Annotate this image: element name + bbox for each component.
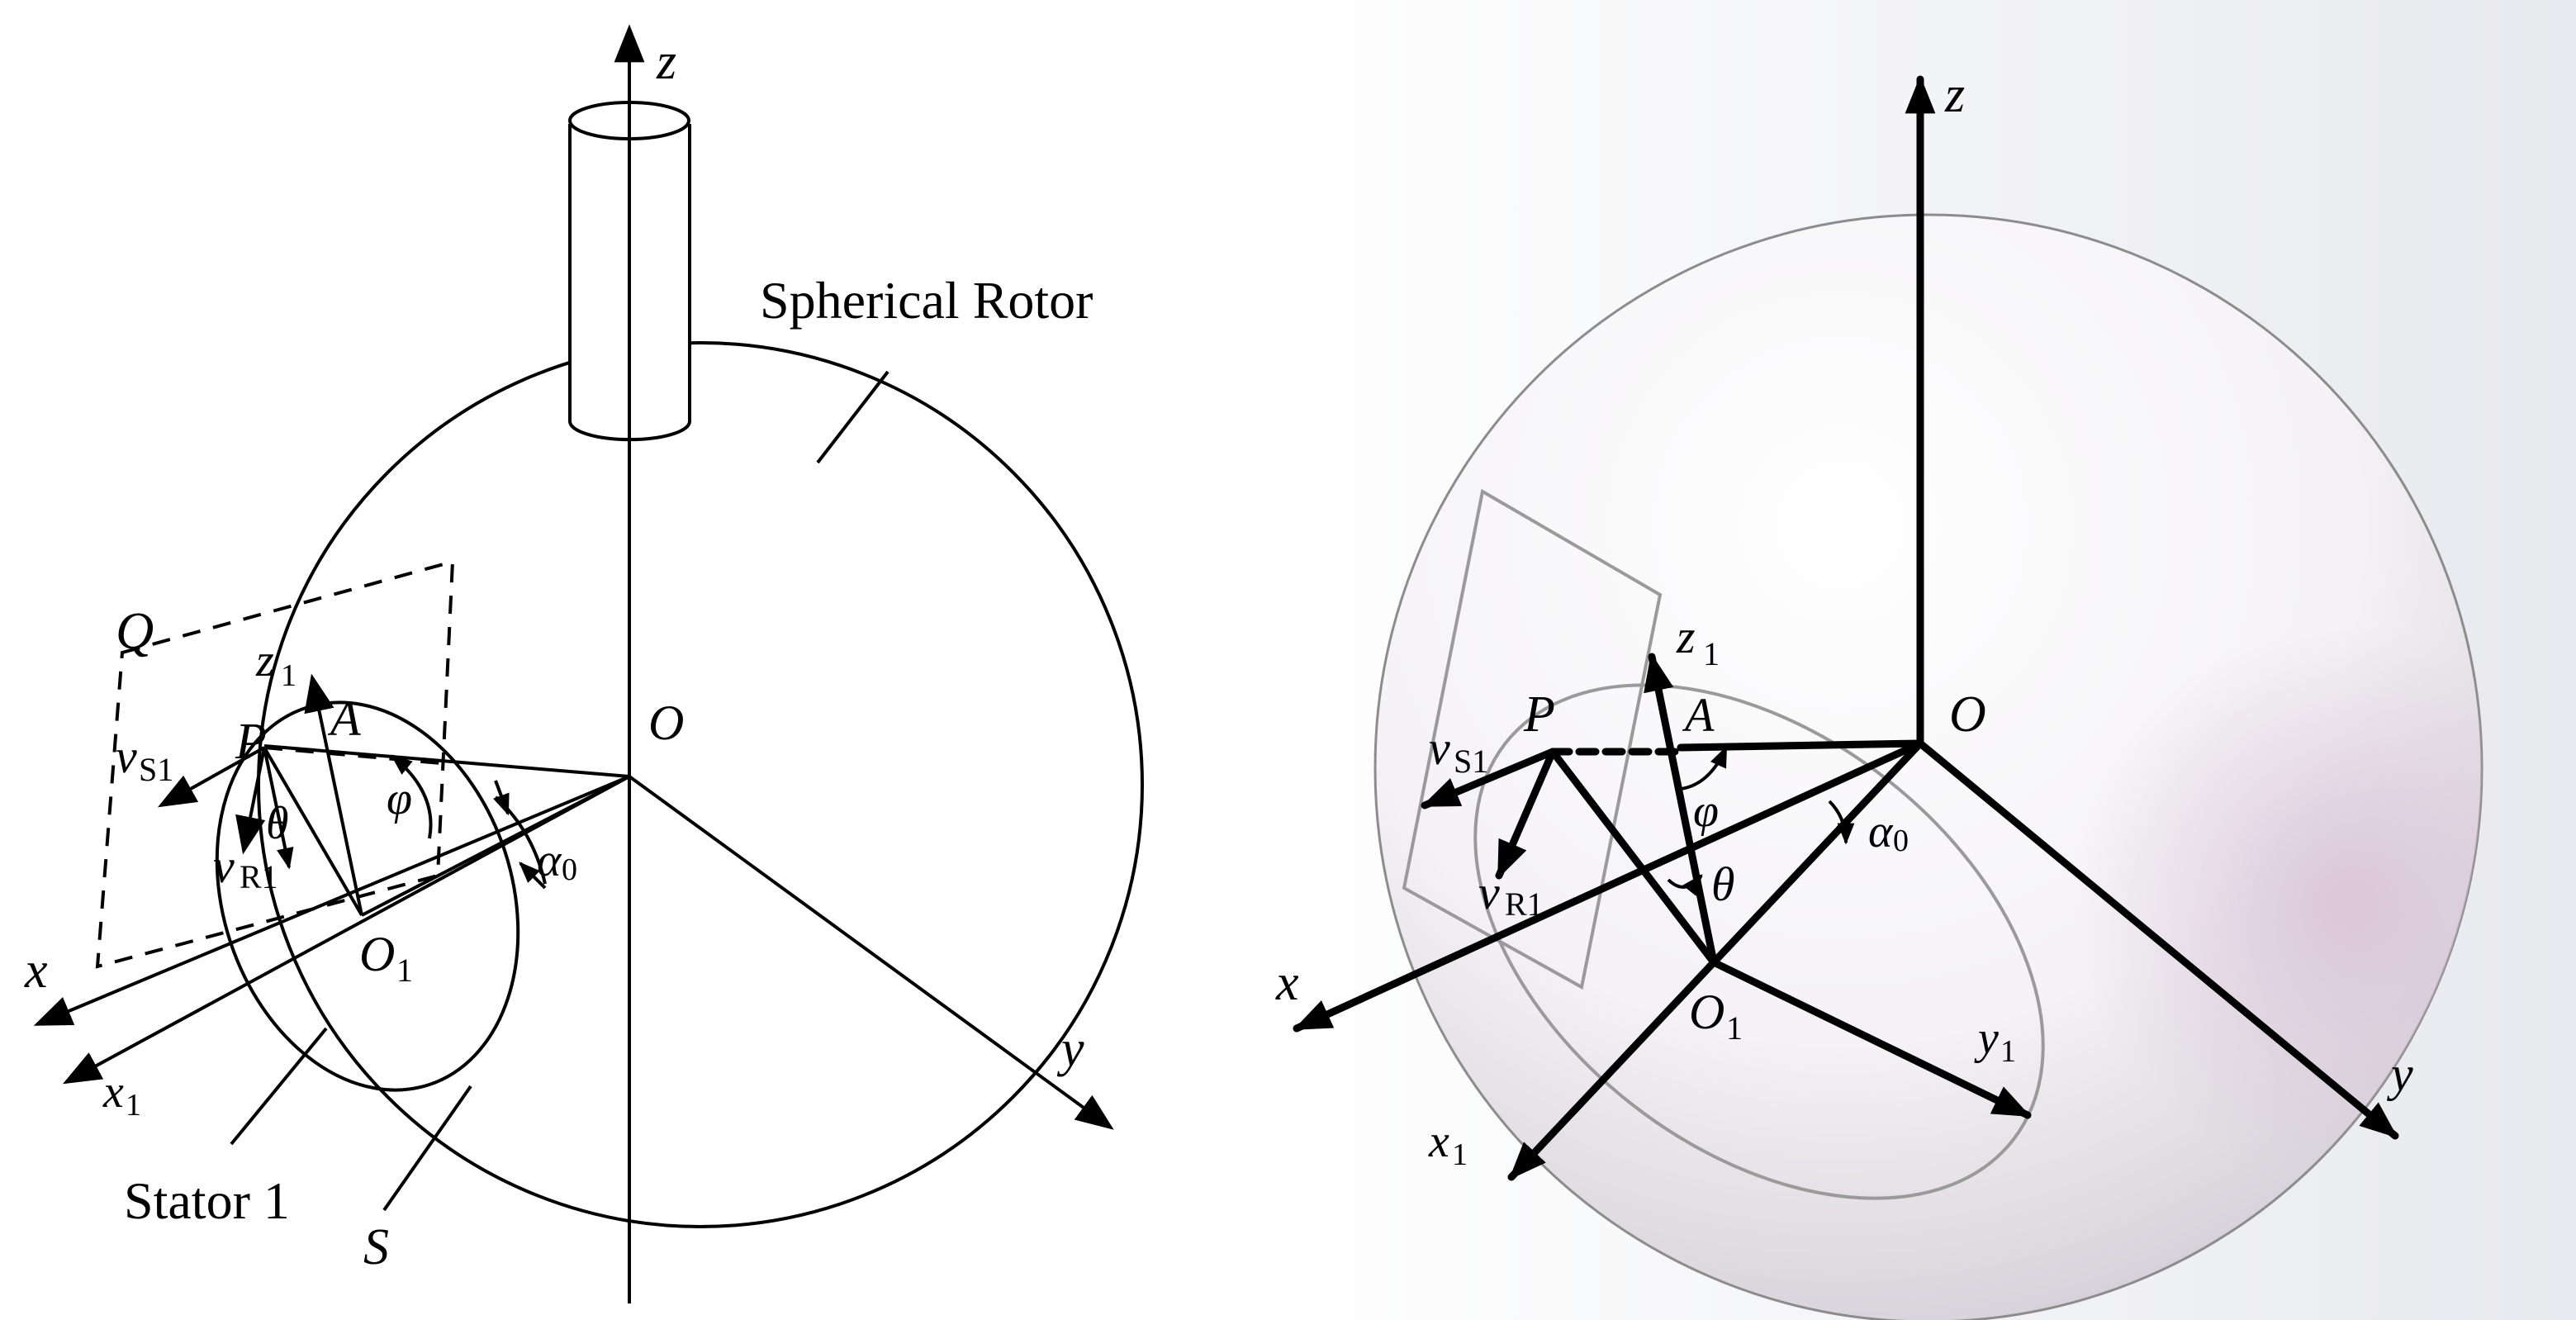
svg-text:v: v	[1429, 721, 1450, 775]
right-y1-label: y 1	[1974, 1013, 2016, 1069]
left-o1o-line	[361, 775, 630, 917]
left-vs1-label: v S1	[116, 729, 173, 788]
left-stator-leader	[230, 1027, 328, 1146]
right-theta-arc	[1667, 873, 1703, 896]
left-x-label: x	[24, 943, 48, 999]
left-vr1-label: v R1	[213, 839, 278, 895]
right-p-label: P	[1523, 686, 1555, 743]
svg-text:S1: S1	[1454, 743, 1488, 780]
right-ao-line	[1677, 739, 1924, 752]
left-spherical-rotor-label: Spherical Rotor	[760, 271, 1093, 330]
svg-text:1: 1	[281, 658, 297, 693]
left-y-axis	[628, 775, 1114, 1130]
svg-text:1: 1	[396, 952, 413, 989]
left-pa-dashed	[263, 746, 451, 766]
svg-text:y: y	[1974, 1013, 1999, 1064]
right-z1-axis	[1644, 653, 1718, 966]
left-p-label: P	[235, 714, 267, 770]
left-o1-label: O 1	[359, 927, 413, 989]
right-alpha-arc	[1828, 800, 1855, 845]
left-z-label: z	[656, 34, 676, 90]
svg-text:v: v	[1478, 866, 1500, 919]
right-vs1-label: v S1	[1429, 721, 1488, 780]
right-po1-line	[1549, 748, 1718, 966]
left-phi-arc	[390, 754, 433, 839]
left-theta-arrow	[263, 747, 294, 870]
left-op-line	[263, 744, 630, 778]
svg-text:1: 1	[2000, 1034, 2016, 1069]
left-vs1-arrow	[157, 746, 265, 808]
right-x-label: x	[1275, 955, 1299, 1011]
right-phi-label: φ	[1693, 786, 1719, 837]
right-tangent-plane	[1402, 488, 1663, 990]
right-o1o-line	[1710, 739, 1924, 966]
left-s-label: S	[363, 1219, 389, 1275]
left-x-axis	[33, 775, 630, 1026]
svg-text:1: 1	[1703, 635, 1720, 672]
right-x1-axis	[1507, 958, 1718, 1181]
right-y-label: y	[2386, 1047, 2413, 1101]
svg-text:R1: R1	[1505, 886, 1544, 923]
left-stator-ellipse	[215, 700, 520, 1092]
svg-text:x: x	[102, 1066, 124, 1118]
right-figure: z z 1 P A O v S1 φ α 0 v R1 θ x O 1 y 1	[1255, 0, 2576, 1320]
svg-text:R1: R1	[240, 858, 278, 895]
left-tangent-plane-q	[95, 559, 455, 969]
left-z1-label: z 1	[255, 635, 297, 693]
left-rotor-leader	[816, 370, 890, 464]
svg-text:z: z	[1676, 610, 1696, 663]
svg-text:x: x	[1428, 1116, 1449, 1167]
left-alpha0-label: α 0	[537, 835, 577, 887]
right-y1-axis	[1710, 958, 2032, 1119]
left-s-leader	[382, 1085, 472, 1212]
right-vr1-label: v R1	[1478, 866, 1544, 923]
left-o-label: O	[648, 696, 684, 750]
svg-text:O: O	[1689, 985, 1724, 1039]
right-theta-label: θ	[1711, 857, 1735, 911]
left-theta-label: θ	[266, 798, 289, 849]
svg-text:0: 0	[1893, 824, 1909, 858]
svg-text:z: z	[255, 635, 274, 686]
left-x1-label: x 1	[102, 1066, 141, 1123]
left-y-label: y	[1056, 1021, 1084, 1077]
svg-text:0: 0	[562, 852, 577, 887]
left-phi-label: φ	[387, 773, 412, 824]
right-x-axis	[1293, 739, 1924, 1033]
svg-text:1: 1	[1452, 1137, 1468, 1172]
svg-text:1: 1	[1726, 1009, 1743, 1047]
svg-text:v: v	[116, 729, 137, 783]
svg-text:v: v	[213, 839, 235, 893]
left-q-label: Q	[116, 601, 154, 660]
right-vs1-arrow	[1421, 748, 1557, 810]
svg-text:1: 1	[126, 1088, 141, 1123]
left-vr1-arrow	[235, 747, 266, 855]
left-z1-axis	[304, 673, 363, 916]
right-alpha0-label: α 0	[1868, 806, 1909, 858]
right-x1-label: x 1	[1428, 1116, 1468, 1172]
svg-text:S1: S1	[139, 751, 173, 788]
right-o1-label: O 1	[1689, 985, 1743, 1047]
right-o-label: O	[1949, 686, 1986, 743]
svg-text:α: α	[1868, 806, 1894, 857]
svg-text:O: O	[359, 927, 395, 981]
left-figure: z Spherical Rotor Q z 1 A O P v S1 θ φ v…	[24, 24, 1144, 1303]
left-x1-axis	[62, 775, 630, 1085]
right-phi-arc	[1680, 745, 1728, 791]
left-po1-line	[263, 746, 363, 917]
right-y-axis	[1916, 739, 2399, 1140]
left-stator-label: Stator 1	[124, 1171, 290, 1230]
svg-text:α: α	[537, 835, 562, 886]
right-z1-label: z 1	[1676, 610, 1720, 672]
right-a-label: A	[1682, 688, 1715, 742]
left-a-label: A	[327, 691, 361, 746]
right-z-label: z	[1944, 67, 1965, 123]
right-vr1-arrow	[1495, 748, 1557, 880]
